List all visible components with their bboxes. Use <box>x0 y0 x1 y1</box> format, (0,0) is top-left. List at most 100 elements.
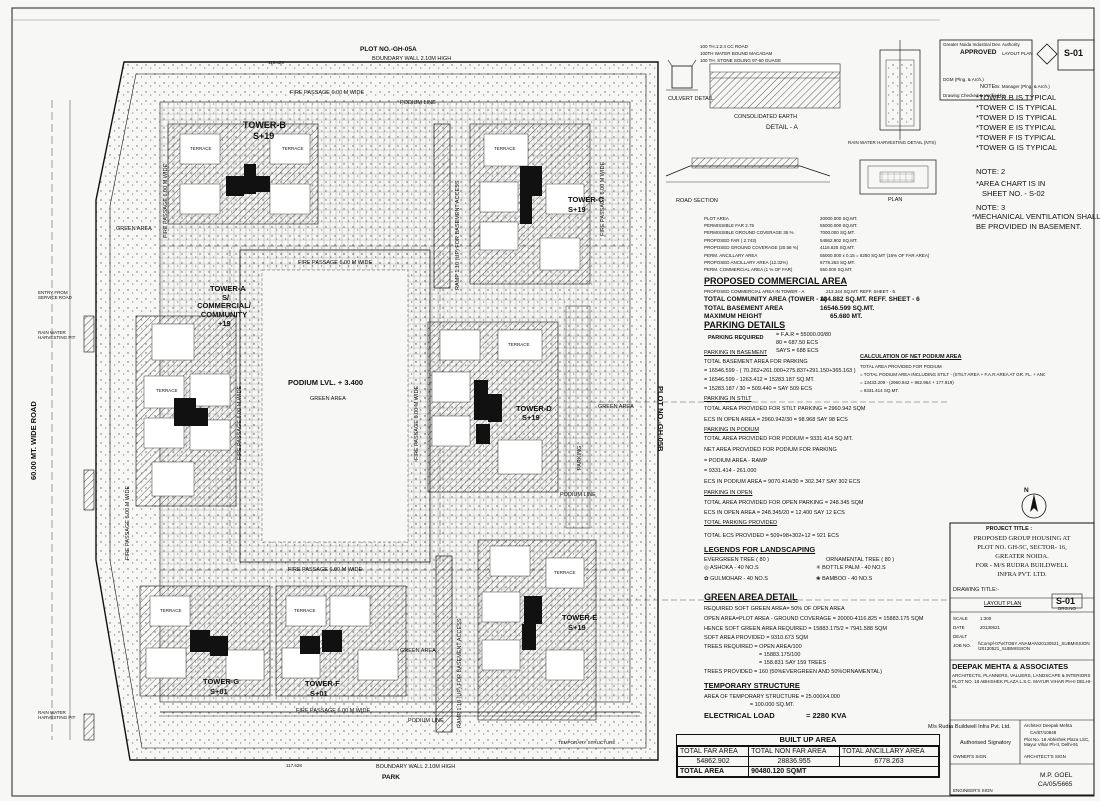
area-stat-label: PERMISSIBLE GROUND COVERAGE 35 % <box>704 230 794 235</box>
built-up-total-label: TOTAL AREA <box>676 766 750 777</box>
tower-c-name: TOWER-C <box>568 195 604 204</box>
date-label: DATE <box>953 625 965 630</box>
scale-label: SCALE <box>953 616 968 621</box>
built-up-value: 28836.955 <box>748 756 840 767</box>
road-note-2: 100TH WATER BOUND MACADAM <box>700 51 773 56</box>
ashoka-icon: ◎ <box>704 565 709 571</box>
green-area-line: = 15883.175/100 <box>704 652 801 658</box>
fire-passage-bottom: FIRE PASSAGE 6.00 M WIDE <box>296 708 371 714</box>
parking-stilt-heading: PARKING IN STILT <box>704 396 752 402</box>
drawing-title-label: DRAWING TITLE:- <box>953 587 1000 593</box>
drg-no-label: DRG.NO <box>1058 606 1076 611</box>
temp-structure-site-label: TEMPORARY STRUCTURE <box>558 740 616 745</box>
stamp-sign-1: DGM (Plng. & Arch.) <box>943 77 984 82</box>
tower-a-use: COMMERCIAL/ COMMUNITY <box>197 301 251 319</box>
temporary-line: AREA OF TEMPORARY STRUCTURE = 25.000X4.0… <box>704 694 840 700</box>
evergreen-label: EVERGREEN TREE ( 80 ) <box>704 557 769 563</box>
net-podium-line: TOTAL AREA PROVIDED FOR PODIUM <box>860 364 942 369</box>
built-up-table: BUILT UP AREA TOTAL FAR AREA TOTAL NON F… <box>676 734 940 778</box>
ramp-label-bottom: RAMP 1:10 (UP) FOR BASEMENT ACCESS <box>457 618 463 728</box>
parking-basement-line: = 16546.599 - ( 70.262+261.000+275.837+2… <box>704 368 856 374</box>
plot-top-label: PLOT NO.-GH-05A <box>360 46 417 53</box>
parking-basement-line: = 16546.599 - 1263.412 = 15283.187 SQ.MT… <box>704 377 815 383</box>
fire-passage-vertical-b: FIRE PASSAGE 6.00 M WIDE <box>163 163 169 238</box>
green-area-left: GREEN AREA <box>116 226 152 232</box>
architect-name: Architect Deepak Mehta <box>1024 723 1073 728</box>
net-podium-line: = 9331.414 SQ.MT. <box>860 388 899 393</box>
consolidated-earth-label: CONSOLIDATED EARTH <box>734 114 798 120</box>
tower-f-name: TOWER-F <box>305 679 340 688</box>
green-area-right: GREEN AREA <box>598 404 634 410</box>
parking-basement-line: TOTAL BASEMENT AREA FOR PARKING <box>704 359 808 365</box>
tower-a-name: TOWER-A <box>210 284 246 293</box>
gulmohar-icon: ✿ <box>704 576 709 582</box>
entry-label: ENTRY FROM SERVICE ROAD <box>38 290 72 301</box>
note2-line: SHEET NO. - S-02 <box>982 189 1045 198</box>
stamp-authority: Greater Noida Industrial Dev. Authority <box>943 42 1020 47</box>
parking-total-line: TOTAL ECS PROVIDED = 509+98+302+12 = 921… <box>704 533 839 539</box>
electrical-label: ELECTRICAL LOAD <box>704 711 775 720</box>
podium-line-right: PODIUM LINE <box>560 492 596 498</box>
electrical-value: = 2280 KVA <box>806 711 847 720</box>
area-stat-value: 55000.000 SQ.MT. <box>820 223 858 228</box>
fire-passage-vertical-right: FIRE PASSAGE 6.00 M WIDE <box>414 385 420 460</box>
stamp-sign-2: Sr. Manager (Plng. & Arch.) <box>995 84 1050 89</box>
tower-g-floors: S+01 <box>210 687 228 696</box>
typical-note: *TOWER F IS TYPICAL <box>976 133 1056 142</box>
terrace-label: TERRACE <box>554 570 576 575</box>
job-label: JOB NO. <box>953 643 972 648</box>
built-up-value: 54862.902 <box>676 756 750 767</box>
typical-note: *TOWER G IS TYPICAL <box>976 143 1057 152</box>
dealt-label: DEALT <box>953 634 968 639</box>
typical-note: *TOWER C IS TYPICAL <box>976 103 1057 112</box>
ornamental-label: ORNAMENTAL TREE ( 80 ) <box>826 557 895 563</box>
tower-c-footprint <box>469 123 591 285</box>
architect-address: Plot No. 18 Abhishek Plaza LSC, Mayur Vi… <box>1024 737 1090 748</box>
tower-b-footprint <box>167 123 319 225</box>
note2-header: NOTE: 2 <box>976 167 1006 176</box>
area-stat-value: 4116.825 SQ.MT. <box>820 245 855 250</box>
culvert-detail-sketch <box>666 59 698 91</box>
detail-a-label: DETAIL - A <box>766 124 798 131</box>
tower-a-footprint <box>135 315 237 507</box>
area-stat-value: 7000.000 SQ.MT. <box>820 230 856 235</box>
firm-address: PLOT NO. 18 ABHISHEK PLAZA L.S.C. MAYUR … <box>952 679 1092 690</box>
job-value: \\Compf-07\e\TOBY ANAMAN\20130521_SUBMIS… <box>978 641 1090 652</box>
tower-a-floors: +19 <box>218 319 231 328</box>
dim-bottom: 117.628 <box>286 763 302 768</box>
project-title-line: PROPOSED GROUP HOUSING AT <box>973 535 1071 542</box>
pit-plan-sketch <box>859 159 937 195</box>
tower-e-footprint <box>477 539 597 721</box>
owners-sign-label: OWNER'S SIGN <box>953 754 987 759</box>
built-up-heading: BUILT UP AREA <box>677 735 939 746</box>
commercial-value: 184.882 SQ.MT. REFF. SHEET - 6 <box>820 296 920 303</box>
built-up-total-value: 90480.120 SQMT <box>748 766 939 777</box>
north-label: N <box>1024 487 1029 494</box>
parking-open-line: TOTAL AREA PROVIDED FOR OPEN PARKING = 2… <box>704 500 864 506</box>
parking-calc: = F.A.R = 55000.00/80 <box>776 332 832 338</box>
terrace-label: TERRACE <box>508 342 530 347</box>
plan-label: PLAN <box>888 197 903 203</box>
temporary-line: = 100.000 SQ.MT. <box>704 702 795 708</box>
parking-stilt-line: TOTAL AREA PROVIDED FOR STILT PARKING = … <box>704 406 866 412</box>
fire-passage-top: FIRE PASSAGE 6.00 M WIDE <box>290 90 365 96</box>
parking-podium-line: ECS IN PODIUM AREA = 9070.414/30 = 302.3… <box>704 479 861 485</box>
typical-note: *TOWER E IS TYPICAL <box>976 123 1057 132</box>
boundary-bottom-label: BOUNDARY WALL 2.10M HIGH <box>376 764 456 770</box>
sheet-number: S-01 <box>1056 596 1076 606</box>
tree-legend-item: ✳ BOTTLE PALM - 40 NO.S <box>816 565 886 571</box>
terrace-label: TERRACE <box>494 146 516 151</box>
project-title-line: GREATER NOIDA. <box>995 553 1049 560</box>
area-stat-value: 6778.263 SQ.MT. <box>820 260 856 265</box>
culvert-detail-label: CULVERT DETAIL <box>668 96 714 102</box>
tower-f-footprint <box>275 585 407 697</box>
note2-line: *AREA CHART IS IN <box>976 179 1046 188</box>
engineer-name: M.P. GOEL <box>1040 772 1073 779</box>
commercial-label: TOTAL COMMUNITY AREA (TOWER - A) <box>704 296 827 303</box>
tree-legend-item: ◎ ASHOKA - 40 NO.S <box>704 565 759 571</box>
green-area-line: TREES PROVIDED = 160 (50%EVERGREEN AND 5… <box>704 669 882 675</box>
rain-water-section-sketch <box>879 40 921 140</box>
net-podium-heading: CALCULATION OF NET PODIUM AREA <box>860 354 962 360</box>
parking-podium-line: = 9331.414 - 261.000 <box>704 468 757 474</box>
tower-f-floors: S+01 <box>310 689 328 698</box>
